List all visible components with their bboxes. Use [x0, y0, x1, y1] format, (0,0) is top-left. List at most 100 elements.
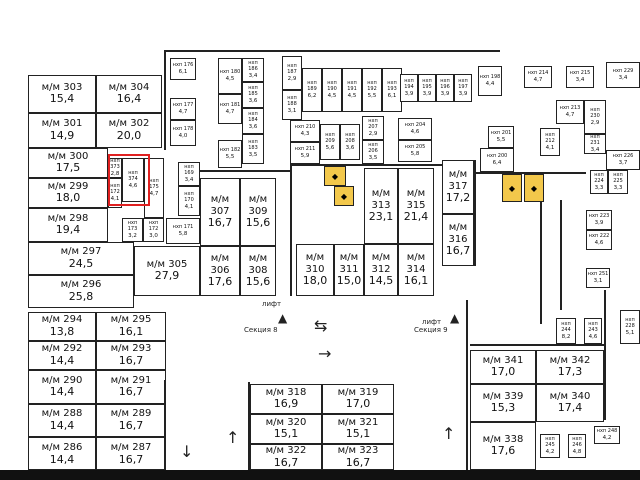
storage-unit[interactable]: нхп 2006,4 [480, 148, 514, 172]
parking-space[interactable]: м/м 32015,1 [250, 414, 322, 444]
parking-space[interactable]: м/м 32115,1 [322, 414, 394, 444]
storage-unit[interactable]: нхп 1774,7 [170, 98, 196, 120]
storage-unit[interactable]: нхп 2144,7 [524, 66, 552, 88]
parking-space[interactable]: м/м 31214,5 [364, 244, 398, 296]
storage-unit[interactable]: нхп 2153,4 [566, 66, 594, 88]
parking-space[interactable]: м/м 31115,0 [334, 244, 364, 296]
storage-unit[interactable]: нхп 1984,4 [478, 66, 502, 96]
storage-unit[interactable]: нхп 2313,4 [584, 134, 606, 154]
storage-unit[interactable]: нхп 2134,7 [556, 100, 584, 124]
storage-unit[interactable]: нхп 2072,9 [362, 116, 384, 140]
storage-unit[interactable]: нхп 1914,5 [342, 68, 362, 112]
storage-unit[interactable]: нхп 2448,2 [556, 318, 576, 344]
parking-space[interactable]: м/м 29724,5 [28, 242, 134, 275]
storage-unit[interactable]: нхп 2104,3 [290, 120, 320, 142]
storage-unit[interactable]: нхп 2464,8 [568, 434, 586, 458]
storage-unit[interactable]: нхп 2044,6 [398, 118, 432, 140]
parking-space[interactable]: м/м 29516,1 [96, 312, 166, 341]
parking-space[interactable]: м/м 28716,7 [96, 437, 166, 470]
storage-unit[interactable]: нхп 1804,5 [218, 58, 242, 94]
storage-unit[interactable]: нхп 2055,8 [398, 140, 432, 162]
parking-space[interactable]: м/м 30220,0 [96, 113, 162, 148]
storage-unit[interactable]: нхп 1766,1 [170, 58, 196, 80]
parking-space[interactable]: м/м 34117,0 [470, 350, 536, 384]
parking-space[interactable]: м/м 30527,9 [134, 246, 200, 296]
storage-unit[interactable]: нхп 1936,1 [382, 68, 402, 112]
parking-space[interactable]: м/м 31416,1 [398, 244, 434, 296]
parking-space[interactable]: м/м 31717,2 [442, 160, 474, 214]
storage-unit[interactable]: нхп 2253,3 [608, 170, 628, 194]
parking-space[interactable]: м/м 30017,5 [28, 148, 108, 178]
storage-unit[interactable]: нхп 2484,2 [594, 426, 620, 444]
parking-space[interactable]: м/м 30315,4 [28, 75, 96, 113]
parking-space[interactable]: м/м 28814,4 [28, 404, 96, 437]
parking-space[interactable]: м/м 31323,1 [364, 168, 398, 244]
parking-space[interactable]: м/м 33915,3 [470, 384, 536, 422]
storage-unit[interactable]: нхп 2513,1 [586, 268, 610, 288]
parking-space[interactable]: м/м 31816,9 [250, 384, 322, 414]
parking-space[interactable]: м/м 30617,6 [200, 246, 240, 296]
storage-unit[interactable]: нхп 2015,5 [488, 126, 514, 148]
storage-unit[interactable]: нхп 1943,9 [400, 74, 418, 102]
parking-space[interactable]: м/м 31917,0 [322, 384, 394, 414]
storage-unit[interactable]: нхп 2243,3 [590, 170, 608, 194]
storage-unit[interactable]: нхп 1973,9 [454, 74, 472, 102]
parking-space[interactable]: м/м 28614,4 [28, 437, 96, 470]
storage-unit[interactable]: нхп 1814,7 [218, 94, 242, 124]
parking-space[interactable]: м/м 29214,4 [28, 341, 96, 370]
storage-unit[interactable]: нхп 1925,5 [362, 68, 382, 112]
parking-space[interactable]: м/м 33817,6 [470, 422, 536, 470]
storage-unit[interactable]: нхп 1825,5 [218, 140, 242, 168]
parking-space[interactable]: м/м 29116,7 [96, 370, 166, 404]
storage-unit[interactable]: нхп 2302,9 [584, 100, 606, 134]
storage-unit[interactable]: нхп 1963,9 [436, 74, 454, 102]
parking-space[interactable]: м/м 30114,9 [28, 113, 96, 148]
parking-space[interactable]: м/м 32316,7 [322, 444, 394, 470]
storage-unit[interactable]: нхп 1853,6 [242, 82, 264, 108]
parking-space[interactable]: м/м 30915,6 [240, 178, 276, 246]
parking-space[interactable]: м/м 34017,4 [536, 384, 604, 422]
parking-space[interactable]: м/м 29413,8 [28, 312, 96, 341]
parking-space[interactable]: м/м 31616,7 [442, 214, 474, 266]
parking-space[interactable]: м/м 29918,0 [28, 178, 108, 208]
storage-unit[interactable]: нхп 2063,5 [362, 140, 384, 164]
parking-space[interactable]: м/м 29625,8 [28, 275, 134, 308]
storage-unit[interactable]: нхп 2434,6 [584, 318, 602, 344]
storage-unit[interactable]: нхп 1953,9 [418, 74, 436, 102]
parking-space[interactable]: м/м 34217,3 [536, 350, 604, 384]
storage-unit[interactable]: нхп 1715,8 [166, 218, 200, 244]
storage-unit[interactable]: нхп 1863,4 [242, 58, 264, 82]
parking-space[interactable]: м/м 31521,4 [398, 168, 434, 244]
storage-unit[interactable]: нхп 1723,0 [143, 218, 164, 242]
parking-space[interactable]: м/м 29014,4 [28, 370, 96, 404]
storage-unit[interactable]: нхп 2293,4 [606, 62, 640, 88]
storage-unit[interactable]: нхп 1904,5 [322, 68, 342, 112]
storage-unit[interactable]: нхп 2124,1 [540, 128, 560, 156]
parking-space[interactable]: м/м 28916,7 [96, 404, 166, 437]
parking-space[interactable]: м/м 30815,6 [240, 246, 276, 296]
storage-unit[interactable]: нхп 3744,6 [122, 158, 144, 202]
storage-unit[interactable]: нхп 2454,2 [540, 434, 560, 458]
storage-unit[interactable]: нхп 1872,9 [282, 56, 302, 90]
storage-unit[interactable]: нхп 1704,1 [178, 186, 200, 216]
storage-unit[interactable]: нхп 1896,2 [302, 68, 322, 112]
storage-unit[interactable]: нхп 2263,7 [606, 150, 640, 170]
storage-unit[interactable]: нхп 1784,0 [170, 120, 196, 146]
storage-unit[interactable]: нхп 2083,6 [340, 124, 360, 160]
parking-space[interactable]: м/м 30716,7 [200, 178, 240, 246]
storage-unit[interactable]: нхп 1883,1 [282, 90, 302, 120]
storage-unit[interactable]: нхп 1693,4 [178, 162, 200, 186]
storage-unit[interactable]: нхп 1833,5 [242, 134, 264, 164]
storage-unit[interactable]: нхп 2233,9 [586, 210, 612, 230]
parking-space[interactable]: м/м 29819,4 [28, 208, 108, 242]
storage-unit[interactable]: нхп 2224,6 [586, 230, 612, 250]
storage-unit[interactable]: нхп 2115,9 [290, 142, 320, 164]
storage-unit[interactable]: нхп 2095,6 [320, 124, 340, 160]
storage-unit[interactable]: нхп 1733,2 [122, 218, 143, 242]
storage-unit[interactable]: нхп 1843,6 [242, 108, 264, 134]
parking-space[interactable]: м/м 32216,7 [250, 444, 322, 470]
parking-space[interactable]: м/м 31018,0 [296, 244, 334, 296]
storage-unit[interactable]: нхп 2285,1 [620, 310, 640, 344]
parking-space[interactable]: м/м 30416,4 [96, 75, 162, 113]
parking-space[interactable]: м/м 29316,7 [96, 341, 166, 370]
